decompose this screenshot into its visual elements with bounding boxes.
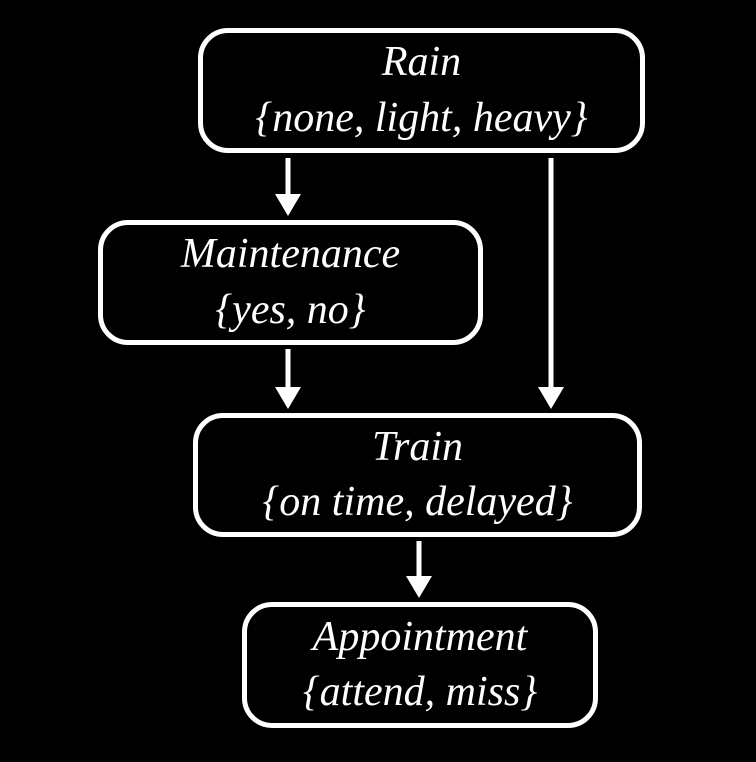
edge-rain-to-train (538, 158, 564, 409)
node-rain: Rain {none, light, heavy} (198, 28, 645, 153)
node-appointment-values: {attend, miss} (302, 669, 538, 715)
edge-maintenance-to-train (275, 349, 301, 409)
arrowhead-icon (275, 387, 301, 409)
node-maintenance: Maintenance {yes, no} (98, 220, 483, 345)
node-appointment: Appointment {attend, miss} (242, 602, 598, 728)
arrowhead-icon (406, 576, 432, 598)
node-train-values: {on time, delayed} (262, 479, 573, 525)
edge-train-to-appointment (406, 541, 432, 598)
arrowhead-icon (538, 387, 564, 409)
node-rain-title: Rain (381, 39, 462, 86)
node-rain-values: {none, light, heavy} (255, 94, 588, 141)
arrowhead-icon (275, 194, 301, 216)
node-maintenance-values: {yes, no} (215, 286, 366, 333)
edge-rain-to-maintenance (275, 158, 301, 216)
node-appointment-title: Appointment (312, 613, 528, 660)
node-train-title: Train (371, 423, 464, 470)
node-maintenance-title: Maintenance (180, 231, 401, 278)
node-train: Train {on time, delayed} (193, 413, 642, 537)
